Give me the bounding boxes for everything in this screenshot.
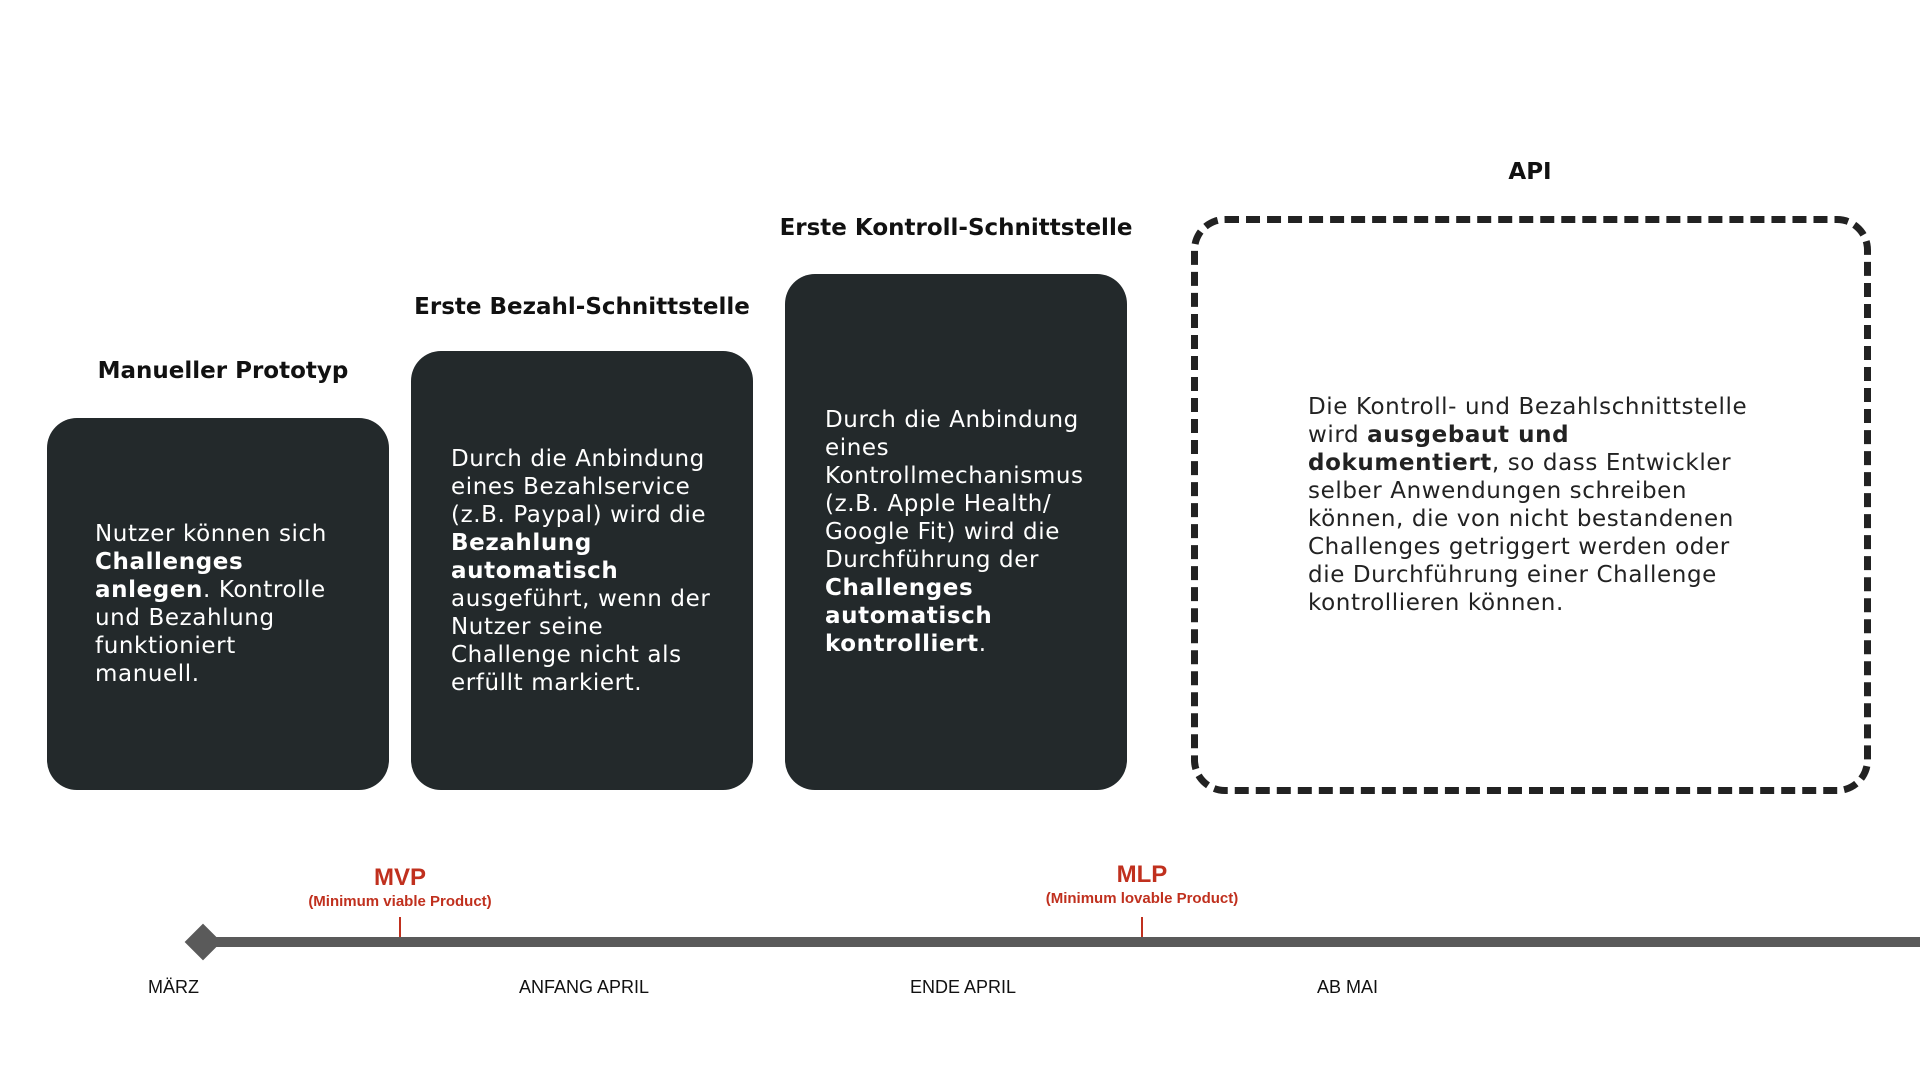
- stage-box-api: Die Kontroll- und Bezahlschnittstelle wi…: [1191, 216, 1871, 794]
- stage-description: Die Kontroll- und Bezahlschnittstelle wi…: [1308, 393, 1764, 617]
- timeline-label-march: MÄRZ: [148, 977, 199, 997]
- description-text: Durch die Anbindung eines Kontrollmechan…: [825, 407, 1084, 573]
- emphasis-text: Bezahlung automatisch: [451, 529, 619, 584]
- emphasis-text: ausgebaut und dokumentiert: [1308, 422, 1570, 476]
- stage-card-manual-prototype: Nutzer können sich Challenges anlegen. K…: [47, 418, 389, 790]
- stage-title-api: API: [1508, 159, 1552, 185]
- timeline-label-from-may: AB MAI: [1317, 977, 1379, 997]
- milestone-mvp-subtitle: (Minimum viable Product): [308, 893, 492, 910]
- milestone-mvp-title: MVP: [373, 864, 426, 891]
- stage-description: Durch die Anbindung eines Bezahlservice …: [451, 445, 717, 697]
- description-text: , so dass Entwickler selber Anwendungen …: [1308, 450, 1734, 616]
- stage-title-payment-interface: Erste Bezahl-Schnittstelle: [414, 294, 750, 320]
- timeline-start-marker: [184, 923, 222, 961]
- timeline-label-end-april: ENDE APRIL: [910, 977, 1017, 997]
- description-text: ausgeführt, wenn der Nutzer seine Challe…: [451, 585, 711, 696]
- milestone-mlp-title: MLP: [1116, 861, 1168, 888]
- milestone-mlp-subtitle: (Minimum lovable Product): [1045, 890, 1239, 907]
- stage-title-manual-prototype: Manueller Prototyp: [97, 358, 349, 384]
- description-text: Nutzer können sich: [95, 521, 327, 547]
- emphasis-text: Challenges anlegen: [95, 549, 244, 603]
- stage-card-payment-interface: Durch die Anbindung eines Bezahlservice …: [411, 351, 753, 790]
- timeline-line: [200, 937, 1920, 947]
- milestone-mlp-tick: [1141, 917, 1143, 937]
- description-text: .: [978, 631, 987, 657]
- stage-description: Nutzer können sich Challenges anlegen. K…: [95, 520, 345, 688]
- timeline-label-early-april: ANFANG APRIL: [519, 977, 650, 997]
- milestone-mvp-tick: [399, 917, 401, 937]
- description-text: . Kontrolle und Bezahlung funktioniert m…: [95, 577, 326, 687]
- description-text: Die Kontroll- und Bezahlschnittstelle wi…: [1308, 394, 1748, 448]
- stage-title-control-interface: Erste Kontroll-Schnittstelle: [779, 215, 1133, 241]
- stage-description: Durch die Anbindung eines Kontrollmechan…: [825, 406, 1099, 658]
- stage-card-control-interface: Durch die Anbindung eines Kontrollmechan…: [785, 274, 1127, 790]
- description-text: Durch die Anbindung eines Bezahlservice …: [451, 445, 707, 528]
- emphasis-text: Challenges automatisch kontrolliert: [825, 575, 993, 657]
